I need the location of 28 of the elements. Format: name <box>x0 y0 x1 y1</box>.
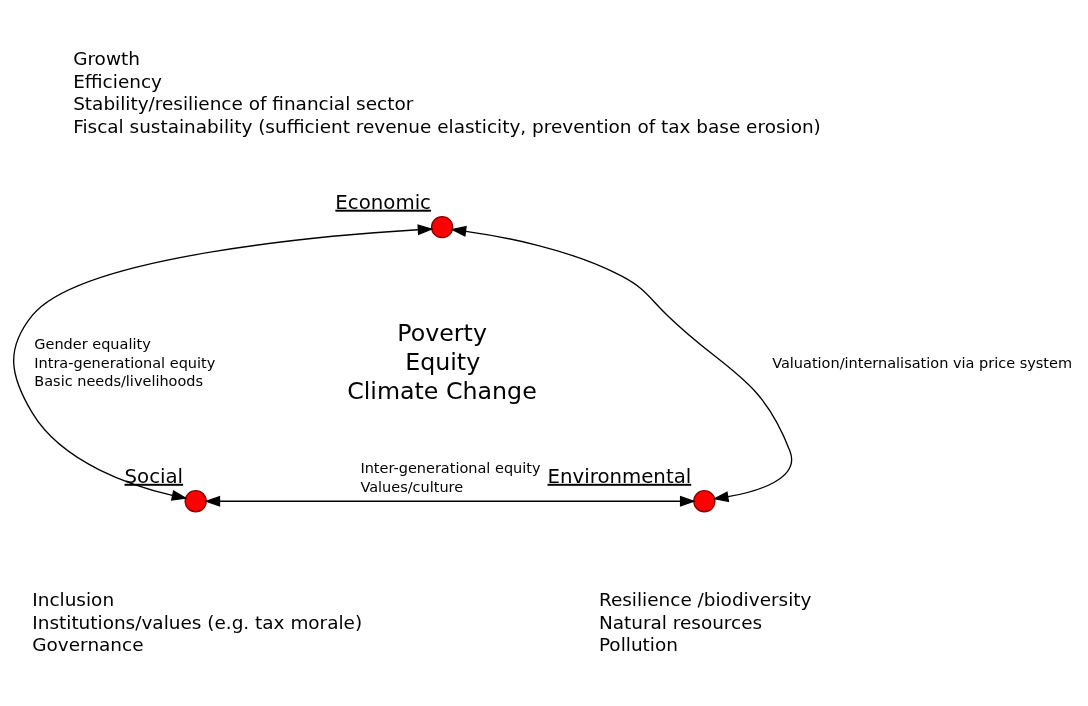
arrow <box>13 224 434 501</box>
node-label: Social <box>124 464 184 488</box>
edge-label: Basic needs/livelihoods <box>34 373 204 390</box>
node-label: Governance <box>32 634 144 656</box>
edge-label: Valuation/internalisation via price system <box>772 354 1073 371</box>
node-circle <box>184 490 207 513</box>
label: Equity <box>405 348 481 376</box>
node-label: Growth <box>73 48 140 70</box>
arrow <box>204 495 696 507</box>
node-circle <box>430 215 454 239</box>
node-label: Natural resources <box>598 611 763 633</box>
edge-label: Gender equality <box>34 336 151 353</box>
node-circle <box>693 490 716 513</box>
node-label: Inclusion <box>32 589 115 611</box>
node-label: Institutions/values (e.g. tax morale) <box>32 611 363 633</box>
label: Climate Change <box>347 376 537 405</box>
node-label: Stability/resilience of financial sector <box>73 93 414 115</box>
node-label: Environmental <box>547 464 692 488</box>
edge-label: Values/culture <box>360 478 464 495</box>
edge-label: Intra-generational equity <box>34 354 216 371</box>
arrow <box>450 225 793 503</box>
node-label: Resilience /biodiversity <box>598 589 812 611</box>
label: Poverty <box>397 319 487 348</box>
node-label: Pollution <box>598 634 678 656</box>
node-label: Fiscal sustainability (sufficient revenue elasticity, prevention of tax base erosion) <box>73 115 821 137</box>
node-label: Economic <box>335 190 431 214</box>
edge-label: Inter-generational equity <box>360 460 541 477</box>
node-label: Efficiency <box>73 70 162 92</box>
